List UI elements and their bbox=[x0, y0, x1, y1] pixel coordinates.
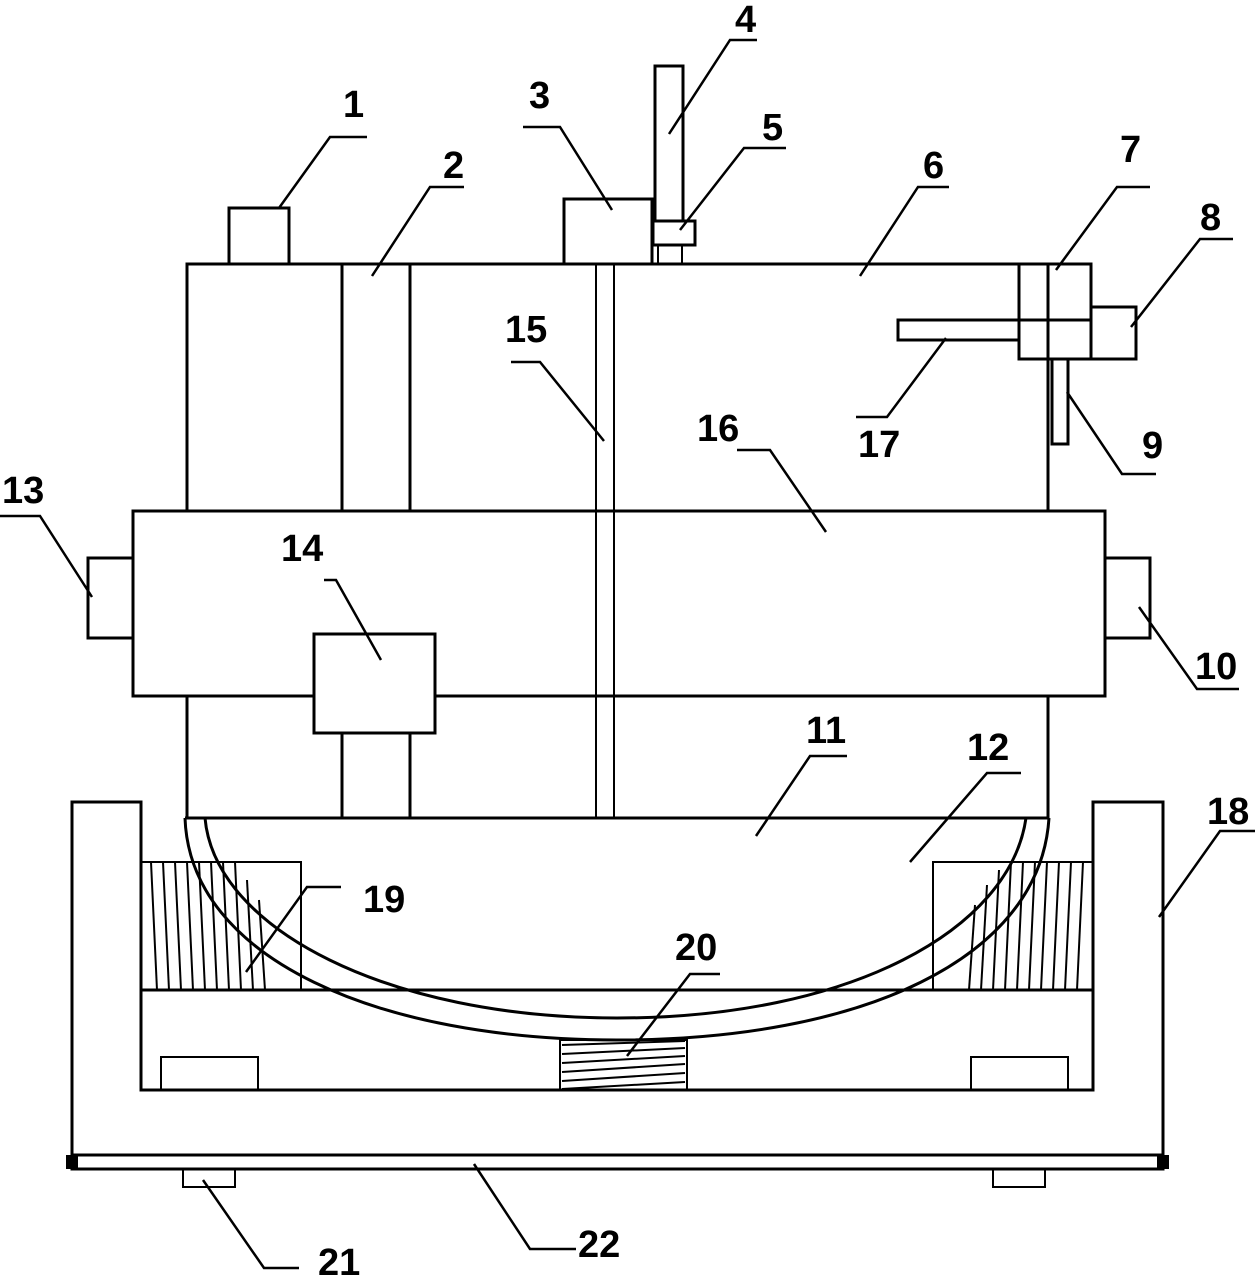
pad-right bbox=[970, 1056, 1069, 1091]
label-9: 9 bbox=[1142, 425, 1163, 467]
label-7: 7 bbox=[1120, 129, 1141, 171]
base-plate bbox=[70, 1153, 1165, 1171]
label-17: 17 bbox=[858, 424, 900, 466]
label-22: 22 bbox=[578, 1224, 620, 1266]
label-13: 13 bbox=[2, 470, 44, 512]
label-10: 10 bbox=[1195, 646, 1237, 688]
label-21: 21 bbox=[318, 1242, 360, 1277]
label-6: 6 bbox=[923, 145, 944, 187]
block-7 bbox=[1017, 262, 1093, 361]
bottom-spring bbox=[559, 1039, 688, 1091]
side-block-left bbox=[86, 556, 135, 640]
leader-lines bbox=[0, 38, 1255, 1270]
foot-left bbox=[182, 1168, 236, 1188]
pad-left bbox=[160, 1056, 259, 1091]
bowl bbox=[183, 816, 1051, 1042]
collar-5 bbox=[651, 219, 697, 247]
label-14: 14 bbox=[281, 528, 323, 570]
label-15: 15 bbox=[505, 309, 547, 351]
label-5: 5 bbox=[762, 107, 783, 149]
cross-band bbox=[131, 509, 1107, 698]
top-block-1 bbox=[227, 206, 291, 266]
label-1: 1 bbox=[343, 84, 364, 126]
label-11: 11 bbox=[806, 710, 846, 752]
spring-left bbox=[140, 861, 302, 991]
spring-right bbox=[932, 861, 1094, 991]
top-block-3 bbox=[562, 197, 654, 266]
label-20: 20 bbox=[675, 927, 717, 969]
block-8 bbox=[1089, 305, 1138, 361]
foot-right bbox=[992, 1168, 1046, 1188]
stem-5 bbox=[657, 244, 683, 265]
rod-9 bbox=[1050, 357, 1070, 446]
label-4: 4 bbox=[735, 0, 756, 41]
label-18: 18 bbox=[1207, 791, 1249, 833]
label-3: 3 bbox=[529, 75, 550, 117]
base-frame bbox=[66, 800, 1169, 1188]
label-2: 2 bbox=[443, 145, 464, 187]
side-block-right bbox=[1103, 556, 1152, 640]
label-12: 12 bbox=[967, 727, 1009, 769]
arm-17 bbox=[896, 318, 1021, 342]
label-16: 16 bbox=[697, 408, 739, 450]
label-19: 19 bbox=[363, 879, 405, 921]
label-8: 8 bbox=[1200, 197, 1221, 239]
vertical-bar-4 bbox=[653, 64, 685, 223]
